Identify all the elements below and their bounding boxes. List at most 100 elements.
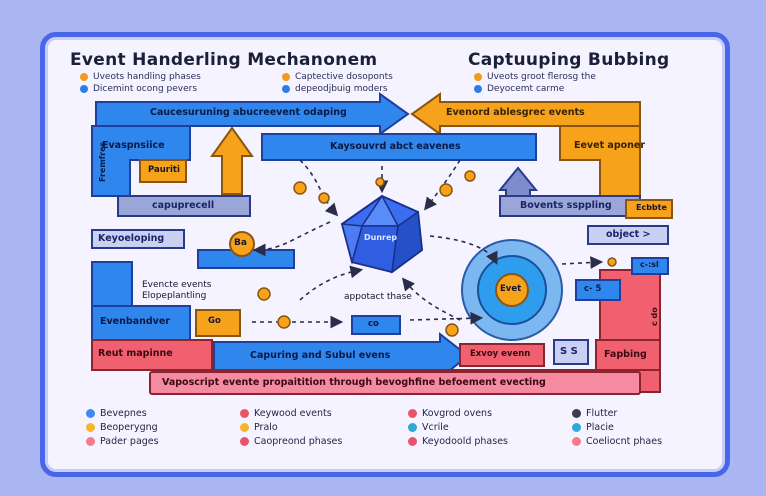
legend-item: Coeliocnt phaes [572,436,662,447]
object-tag-label: object > [606,229,651,240]
mid-blue-arrow-label: Kaysouvrd abct eavenes [330,141,461,152]
orange-dot [375,177,385,187]
legend-dot-icon [86,423,95,432]
node-ba-label: Ba [234,238,247,248]
orange-dot-icon [474,72,482,81]
legend-item: Flutter [572,408,617,419]
legend-dot-icon [408,423,417,432]
blue-dot-icon [474,84,482,93]
fapbing-block [595,339,661,371]
small-tag-label: c-:sl [640,260,659,269]
red-left-label: Reut mapinne [98,348,173,359]
center-node-label: Dunrep [364,233,398,242]
blue-dot-icon [282,84,290,93]
left-note-2: Dicemint ocong pevers [80,84,197,94]
legend-item: Kovgrod ovens [408,408,492,419]
right-orange-block [559,125,641,201]
object-tag [587,225,669,245]
central-node-icon [340,194,424,274]
left-orange-block [139,159,187,183]
legend-item: Pralo [240,422,278,433]
bottom-banner-label: Vaposcript evente propaitition through b… [162,377,546,388]
mid-blue-tag [351,315,401,335]
left-note-1: Uveots handling phases [80,72,201,82]
flow-line [402,277,461,321]
mid-note-1: Captective dosoponts [282,72,393,82]
legend-dot-icon [240,437,249,446]
left-vertical-label: Fremfres [98,141,107,182]
legend-dot-icon [572,423,581,432]
legend-item: Keyodoold phases [408,436,508,447]
right-note-1: Uveots groot flerosg the [474,72,596,82]
bubbling-orange-label: Ecbbte [636,203,667,212]
bottom-banner [149,371,641,395]
flow-lines [252,159,604,329]
events-note-1: Evencte events [142,280,212,290]
orange-dot [464,170,476,182]
eventhandler-label: Evenbandver [100,316,170,327]
small-tag [631,257,669,275]
top-orange-arrow-label: Evenord ablesgrec events [446,107,585,118]
orange-dot-icon [282,72,290,81]
flow-line [409,311,484,325]
legend-item: Placie [572,422,614,433]
legend-item: Beoperygng [86,422,158,433]
left-blue-block [91,125,191,197]
legend-dot-icon [572,409,581,418]
red-left-block [91,339,213,371]
right-note-2: Deyocemt carme [474,84,564,94]
orange-dot-icon [80,72,88,81]
mid-blue-arrow [261,133,537,161]
capture-band [117,195,251,217]
legend-item: Vcrile [408,422,449,433]
legend-item: Pader pages [86,436,159,447]
keyboarding-label: Keyoeloping [98,233,165,244]
blue-dot-icon [80,84,88,93]
fapbing-label: Fapbing [604,349,647,360]
orange-up-arrow [210,126,254,195]
legend-dot-icon [408,437,417,446]
orange-go-block [195,309,241,337]
legend-dot-icon [408,409,417,418]
orange-dot [257,287,271,301]
orange-dots [257,170,617,337]
left-blue-block-label: Evaspnsiice [102,140,165,151]
top-blue-arrow-label: Caucesuruning abucreevent odaping [150,107,347,118]
orange-dot [439,183,453,197]
orange-dot [445,323,459,337]
title-right: Captuuping Bubbing [468,50,670,70]
legend-item: Bevepnes [86,408,147,419]
capture-label: capuprecell [152,200,215,211]
title-left: Event Handerling Mechanonem [70,50,378,70]
orange-dot [607,257,617,267]
red-orange-label: Exvoy evenn [470,349,531,359]
right-orange-block-label: Eevet aponer [574,140,646,151]
circle-event-label: Evet [500,284,522,294]
legend-dot-icon [86,409,95,418]
legend-dot-icon [240,409,249,418]
legend-dot-icon [86,437,95,446]
left-orange-block-label: Pauriti [148,165,180,175]
target-phase-label: appotact thase [344,292,412,302]
orange-go-label: Go [208,316,221,326]
flow-line [252,221,331,257]
orange-dot [293,181,307,195]
orange-dot [318,192,330,204]
bubbling-label: Bovents ssppling [520,200,612,211]
events-note-2: Elopeplantling [142,291,207,301]
target-event-node [495,273,529,307]
flow-line [424,159,461,211]
ss-tag [553,339,589,365]
legend-item: Caopreond phases [240,436,342,447]
keyboarding-tag [91,229,185,249]
flow-line [561,256,604,269]
mid-blue-tag-label: co [368,319,379,329]
eventhandler-block [91,305,191,341]
circle-tag [575,279,621,301]
red-orange-block [459,343,545,367]
legend-item: Keywood events [240,408,332,419]
legend-dot-icon [240,423,249,432]
orange-dot [277,315,291,329]
